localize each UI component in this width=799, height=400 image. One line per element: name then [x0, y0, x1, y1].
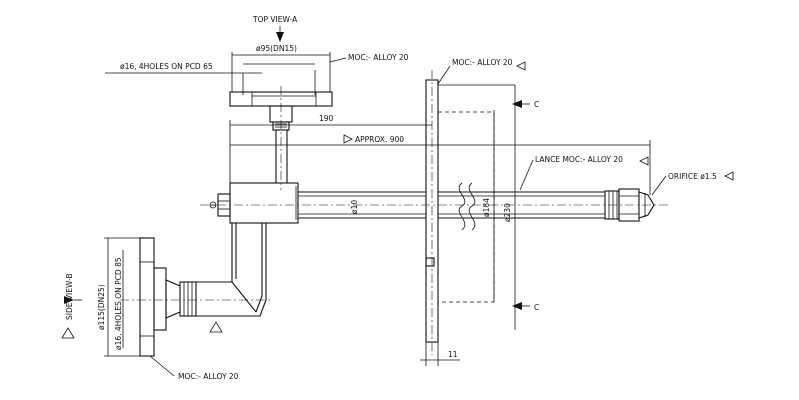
lance-moc-label: LANCE MOC:- ALLOY 20	[535, 155, 623, 164]
dia-230-label: ø230	[503, 203, 512, 222]
section-c-top-arrow-icon	[512, 100, 522, 108]
side-flange-dia-label: ø115(DN25)	[97, 284, 106, 330]
tee-body	[229, 182, 299, 224]
elbow-note-triangle-icon	[209, 321, 223, 333]
side-holes-label: ø16, 4HOLES ON PCD 85	[114, 257, 123, 350]
orifice-triangle-icon	[724, 171, 734, 181]
top-view-arrow-icon	[276, 32, 284, 42]
dimension-190: 190	[319, 114, 334, 123]
dimension-11: 11	[448, 350, 458, 359]
approx-note-triangle-icon	[343, 134, 353, 144]
side-flange	[139, 237, 155, 357]
moc-side-flange-label: MOC:- ALLOY 20	[178, 372, 239, 381]
pipe-dia-small-label: ø10	[350, 200, 359, 214]
elbow-pipe	[196, 223, 233, 283]
top-flange-dia-label: ø95(DN15)	[256, 44, 297, 53]
section-c-bottom: C	[534, 303, 539, 312]
section-c-top: C	[534, 100, 539, 109]
lance-moc-triangle-icon	[639, 156, 649, 166]
orifice-label: ORIFICE ø1.5	[668, 172, 717, 181]
dimension-approx-900: APPROX. 900	[355, 135, 404, 144]
section-c-bottom-arrow-icon	[512, 302, 522, 310]
top-view-label: TOP VIEW-A	[252, 15, 298, 24]
side-view-arrow-icon	[64, 296, 74, 304]
side-note-triangle-icon	[61, 327, 75, 339]
moc-plate-triangle-icon	[516, 61, 526, 71]
dia-184-label: ø184	[482, 198, 491, 217]
moc-top-flange-label: MOC:- ALLOY 20	[348, 53, 409, 62]
moc-plate-label: MOC:- ALLOY 20	[452, 58, 513, 67]
top-holes-label: ø16, 4HOLES ON PCD 65	[120, 62, 213, 71]
side-view-label: SIDE VIEW-B	[65, 273, 74, 320]
